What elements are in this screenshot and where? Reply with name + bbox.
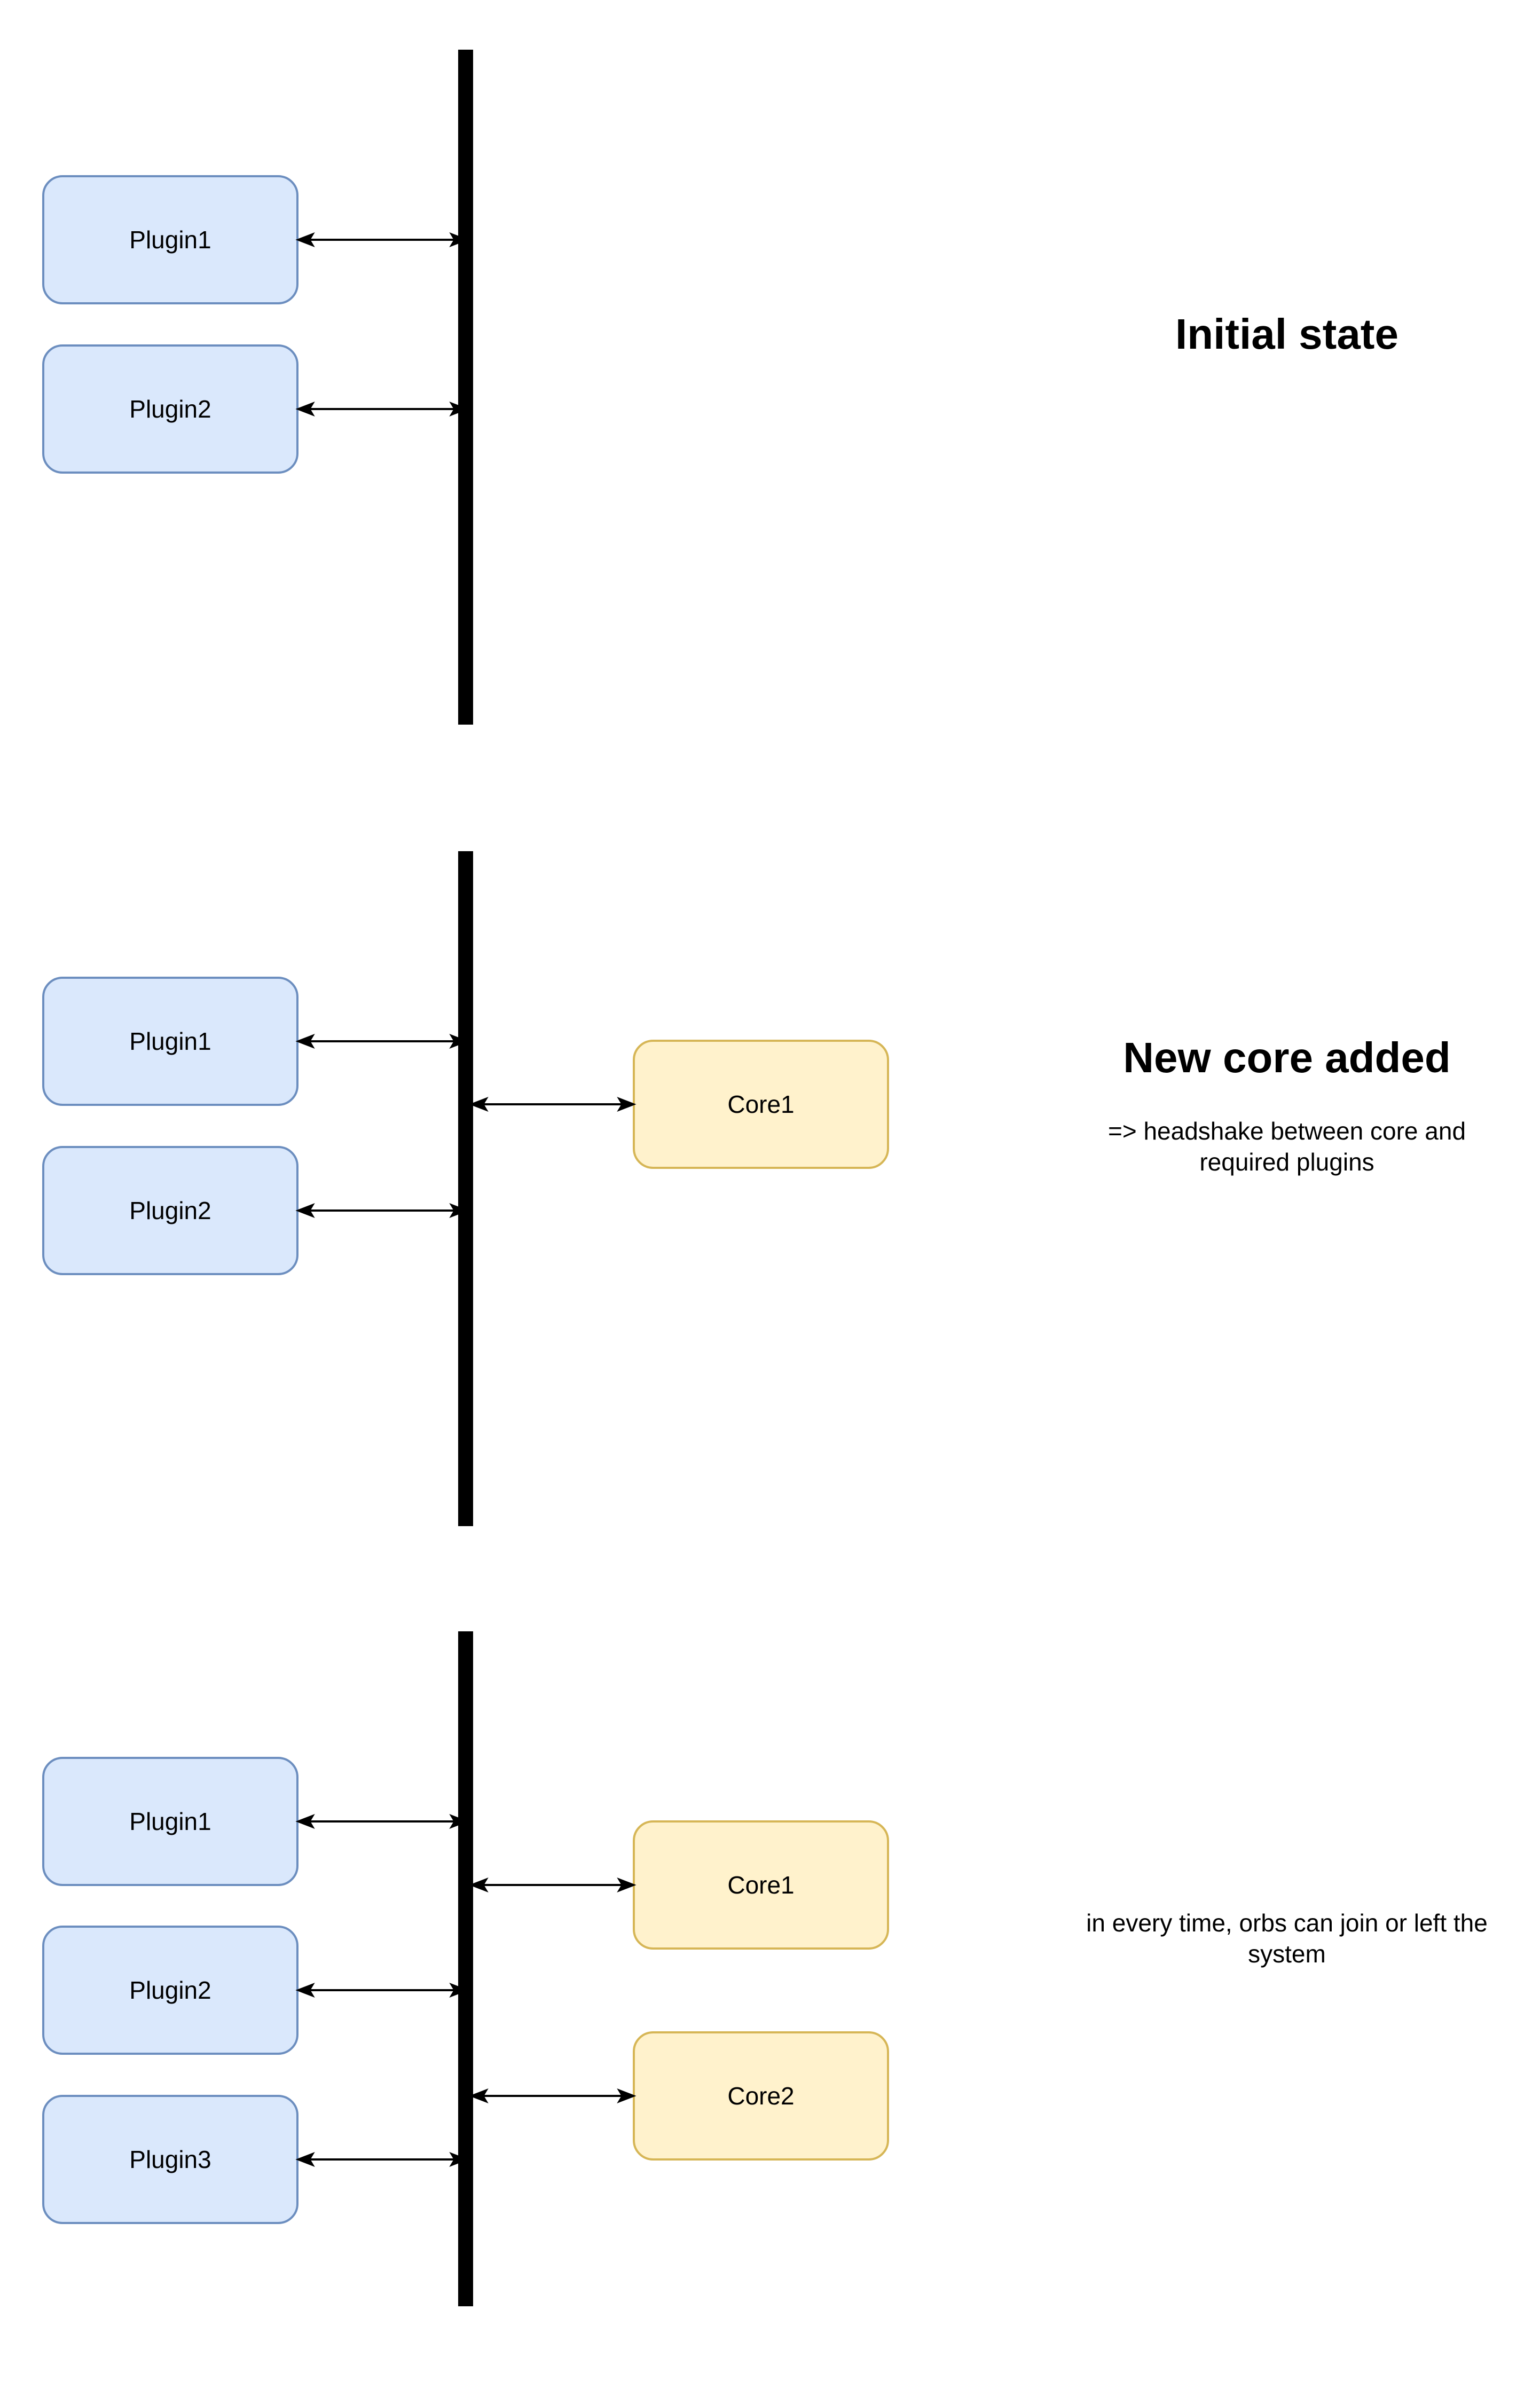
section-initial-state: Plugin1 Plugin2 (42, 50, 473, 725)
core-box[interactable]: Core1 (633, 1040, 889, 1169)
plugin-label: Plugin2 (129, 1197, 211, 1224)
bidirectional-arrow (295, 1983, 469, 1998)
plugin-box[interactable]: Plugin3 (42, 2095, 298, 2224)
bidirectional-arrow (469, 2088, 637, 2103)
section-note: in every time, orbs can join or left the… (1086, 1909, 1488, 1968)
plugin-label: Plugin1 (129, 1027, 211, 1055)
message-bus (458, 1631, 473, 2306)
bidirectional-arrow (469, 1878, 637, 1892)
plugin-box[interactable]: Plugin2 (42, 1146, 298, 1275)
bidirectional-arrow (295, 2152, 469, 2167)
core-label: Core1 (727, 1090, 794, 1118)
plugin-label: Plugin1 (129, 1808, 211, 1835)
bidirectional-arrow (295, 232, 469, 247)
plugin-box[interactable]: Plugin1 (42, 1757, 298, 1886)
bidirectional-arrow (295, 1203, 469, 1218)
message-bus (458, 50, 473, 725)
section-heading: Initial state (1175, 310, 1398, 358)
plugin-box[interactable]: Plugin1 (42, 175, 298, 304)
section-note: => headshake between core and required p… (1107, 1117, 1466, 1176)
bidirectional-arrow (295, 402, 469, 417)
plugin-label: Plugin2 (129, 395, 211, 423)
plugin-label: Plugin2 (129, 1976, 211, 2004)
section-heading: New core added (1123, 1034, 1451, 1081)
core-box[interactable]: Core2 (633, 2031, 889, 2161)
bidirectional-arrow (295, 1034, 469, 1049)
message-bus (458, 851, 473, 1526)
core-label: Core1 (727, 1871, 794, 1899)
bidirectional-arrow (469, 1097, 637, 1112)
core-box[interactable]: Core1 (633, 1820, 889, 1950)
plugin-box[interactable]: Plugin2 (42, 1926, 298, 2055)
core-label: Core2 (727, 2082, 794, 2110)
plugin-box[interactable]: Plugin2 (42, 344, 298, 474)
plugin-label: Plugin1 (129, 226, 211, 254)
bidirectional-arrow (295, 1814, 469, 1829)
section-new-core-added: Plugin1 Plugin2 Core1 (42, 851, 889, 1526)
plugin-label: Plugin3 (129, 2146, 211, 2173)
section-join-leave: Plugin1 Plugin2 Plugin3 Core1 Core2 (42, 1631, 889, 2306)
plugin-box[interactable]: Plugin1 (42, 977, 298, 1106)
